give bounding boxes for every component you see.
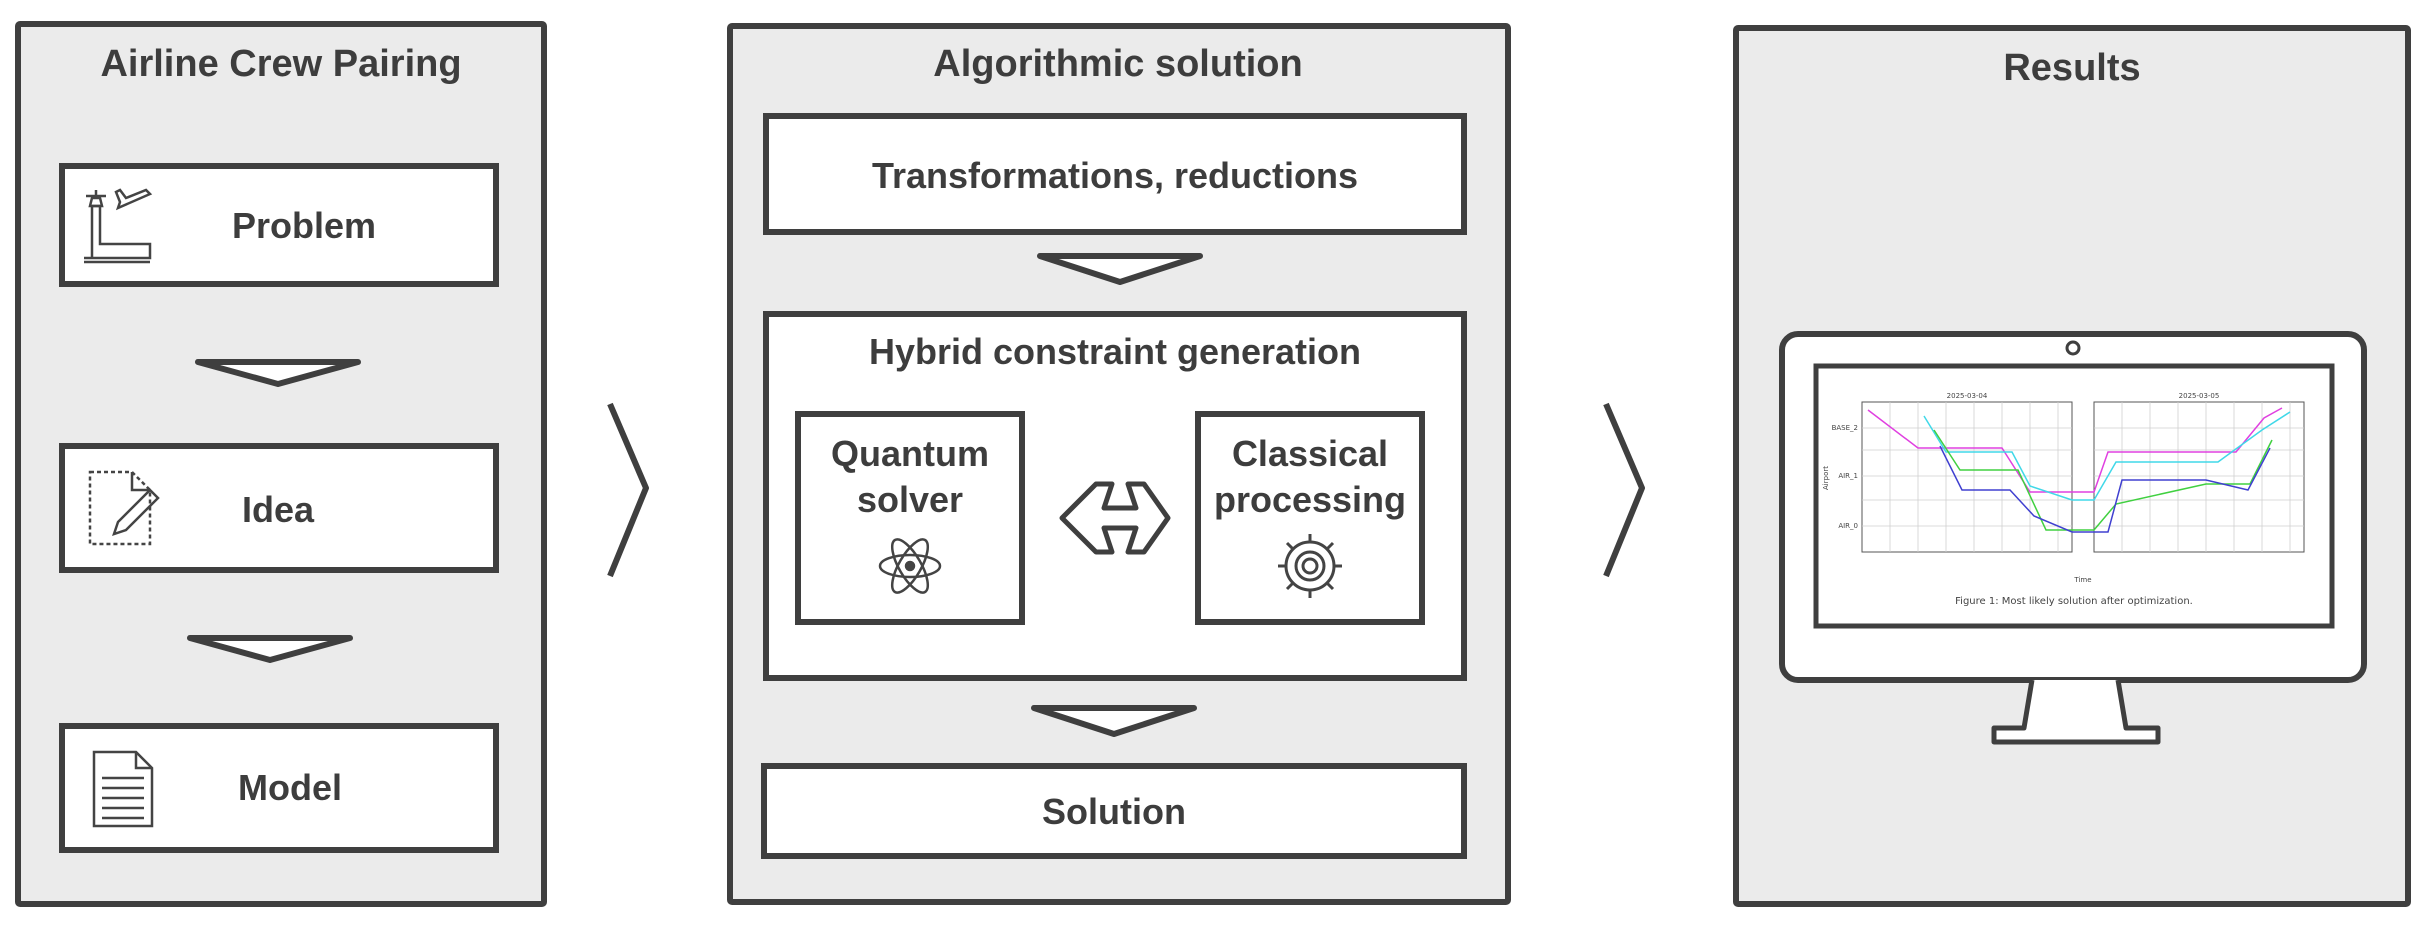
document-list-icon (92, 750, 154, 828)
screen-chart-grid (1862, 402, 2304, 552)
arrow-down-transform-hybrid (1037, 253, 1203, 285)
airport-icon (84, 188, 153, 264)
screen-ytick-air1: AIR_1 (1838, 472, 1858, 480)
arrow-right-middle-to-right (1603, 402, 1645, 578)
step-model-label: Model (238, 767, 342, 808)
panel-airline-crew-pairing: Airline Crew Pairing Problem (15, 21, 547, 907)
solution-box: Solution (761, 763, 1467, 859)
classical-label-line2: processing (1214, 479, 1406, 520)
bidirectional-arrow (1059, 481, 1171, 555)
document-pen-icon (88, 470, 160, 546)
quantum-label-line2: solver (857, 479, 963, 520)
screen-series (1867, 407, 2291, 533)
arrow-down-hybrid-solution (1031, 705, 1197, 737)
step-idea-box: Idea (59, 443, 499, 573)
gear-icon (1278, 534, 1342, 598)
screen-date-left: 2025-03-04 (1947, 392, 1988, 400)
screen-chart: 2025-03-04 2025-03-05 BASE_2 AIR_1 AIR_0… (1822, 392, 2305, 607)
classical-processing-box: Classical processing (1195, 411, 1425, 625)
panel-algorithmic-solution: Algorithmic solution Transformations, re… (727, 23, 1511, 905)
screen-ylabel: Airport (1822, 466, 1830, 490)
hybrid-constraint-box: Hybrid constraint generation Quantum sol… (763, 311, 1467, 681)
solution-label: Solution (1042, 791, 1186, 832)
hybrid-title: Hybrid constraint generation (869, 331, 1361, 372)
panel-title-airline-crew-pairing: Airline Crew Pairing (100, 43, 461, 85)
step-idea-label: Idea (242, 489, 315, 530)
monitor-icon: 2025-03-04 2025-03-05 BASE_2 AIR_1 AIR_0… (1779, 331, 2367, 745)
screen-ytick-base2: BASE_2 (1832, 424, 1858, 432)
screen-ytick-air0: AIR_0 (1838, 522, 1858, 530)
panel-title-algorithmic-solution: Algorithmic solution (933, 43, 1302, 85)
classical-label-line1: Classical (1232, 433, 1388, 474)
arrow-right-left-to-middle (607, 402, 649, 578)
series-blue (1939, 445, 2271, 533)
atom-icon (878, 538, 942, 594)
arrow-down-problem-idea (195, 359, 361, 387)
screen-date-right: 2025-03-05 (2179, 392, 2220, 400)
quantum-label-line1: Quantum (831, 433, 989, 474)
arrow-down-idea-model (187, 635, 353, 663)
screen-caption: Figure 1: Most likely solution after opt… (1955, 596, 2193, 607)
step-model-box: Model (59, 723, 499, 853)
panel-title-results: Results (2003, 47, 2140, 89)
step-problem-label: Problem (232, 205, 376, 246)
screen-xlabel: Time (2073, 576, 2091, 584)
series-green (1933, 429, 2273, 531)
panel-results: Results 2025-03-04 2025-03-05 BAS (1733, 25, 2411, 907)
transformations-label: Transformations, reductions (872, 155, 1358, 196)
quantum-solver-box: Quantum solver (795, 411, 1025, 625)
series-cyan (1923, 411, 2291, 501)
transformations-box: Transformations, reductions (763, 113, 1467, 235)
step-problem-box: Problem (59, 163, 499, 287)
